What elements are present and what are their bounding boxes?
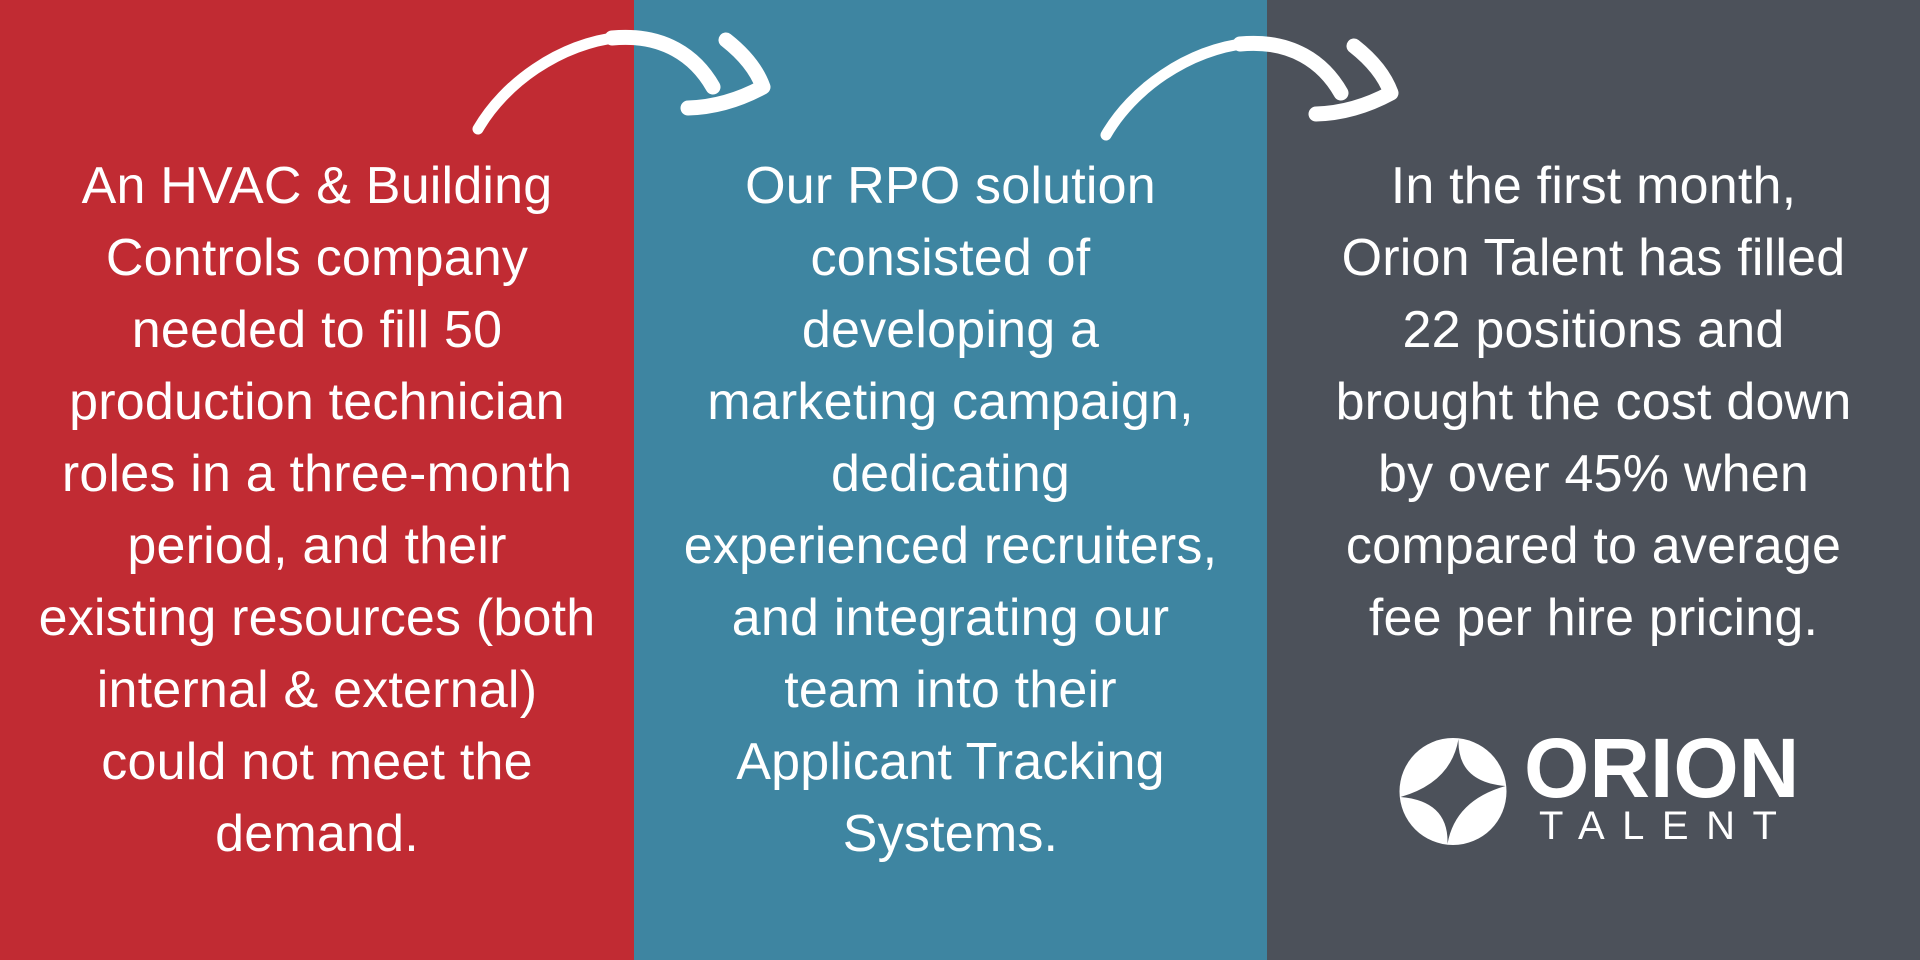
text-line: fee per hire pricing.	[1368, 589, 1819, 647]
results-text: In the first month, Orion Talent has fill…	[1267, 0, 1920, 654]
text-line: could not meet the	[101, 733, 533, 791]
text-line: existing resources (both	[38, 589, 596, 647]
compass-star-icon	[1399, 738, 1507, 845]
text-line: internal & external)	[96, 661, 538, 719]
text-line: by over 45% when	[1377, 445, 1809, 503]
text-line: compared to average	[1345, 517, 1842, 575]
solution-text: Our RPO solution consisted of developing a…	[634, 0, 1267, 870]
text-line: consisted of	[810, 229, 1091, 287]
panel-solution: Our RPO solution consisted of developing a…	[634, 0, 1267, 960]
text-line: roles in a three-month	[61, 445, 573, 503]
text-line: Controls company	[105, 229, 529, 287]
text-line: marketing campaign,	[707, 373, 1194, 431]
orion-talent-logo: ORION TALENT	[1399, 721, 1800, 848]
text-line: 22 positions and	[1402, 301, 1785, 359]
text-line: dedicating	[830, 445, 1071, 503]
text-line: brought the cost down	[1335, 373, 1852, 431]
text-line: Our RPO solution	[745, 157, 1156, 215]
text-line: In the first month,	[1390, 157, 1797, 215]
text-line: Orion Talent has filled	[1341, 229, 1846, 287]
text-line: period, and their	[127, 517, 507, 575]
text-line: An HVAC & Building	[81, 157, 553, 215]
text-line: production technician	[69, 373, 565, 431]
text-line: developing a	[801, 301, 1100, 359]
logo-title: ORION	[1524, 721, 1800, 815]
text-line: team into their	[784, 661, 1117, 719]
text-line: demand.	[215, 805, 419, 863]
text-line: and integrating our	[731, 589, 1170, 647]
logo-wordmark: ORION TALENT	[1524, 721, 1800, 848]
text-line: Applicant Tracking	[736, 733, 1165, 791]
text-line: experienced recruiters,	[683, 517, 1218, 575]
logo-subtitle: TALENT	[1539, 804, 1795, 848]
text-line: Systems.	[842, 805, 1059, 863]
panel-results: In the first month, Orion Talent has fill…	[1267, 0, 1920, 960]
text-line: needed to fill 50	[131, 301, 503, 359]
